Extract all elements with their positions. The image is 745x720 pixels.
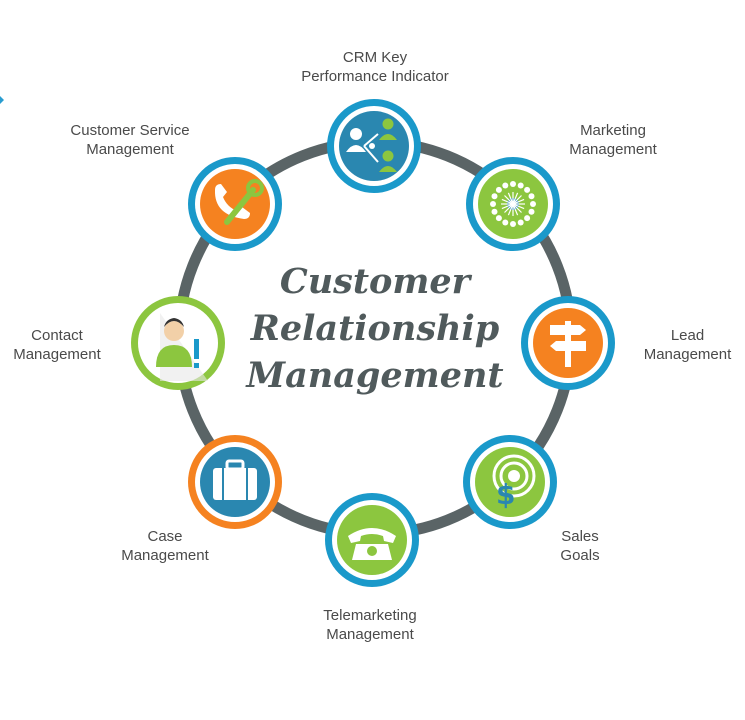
dotted-circle-icon <box>490 181 536 227</box>
edge-marker <box>0 96 4 104</box>
node-marketing <box>465 156 561 252</box>
sales-goals-badge: $ <box>463 435 557 529</box>
crm-kpi-badge <box>327 99 421 193</box>
node-sales-goals: $ <box>462 434 558 530</box>
signpost-icon <box>550 321 586 367</box>
center-title: Customer Relationship Management <box>230 258 520 399</box>
briefcase-icon <box>213 459 257 500</box>
node-telemarketing <box>324 492 420 588</box>
lead-badge <box>521 296 615 390</box>
person-alert-icon <box>156 313 208 381</box>
node-customer-service <box>187 156 283 252</box>
customer-service-badge <box>188 157 282 251</box>
svg-text:$: $ <box>496 478 515 511</box>
title-line-2: Relationship <box>250 308 500 349</box>
node-case <box>187 434 283 530</box>
telemarketing-inner-disc <box>337 505 407 575</box>
node-crm-kpi <box>326 98 422 194</box>
sales-goals-inner-disc <box>475 447 545 517</box>
customer-service-inner-disc <box>200 169 270 239</box>
title-line-1: Customer <box>279 261 471 302</box>
case-badge <box>188 435 282 529</box>
telemarketing-badge <box>325 493 419 587</box>
node-contact <box>130 295 226 391</box>
contact-badge <box>131 296 225 390</box>
phone-wrench-icon <box>214 179 264 225</box>
people-network-icon <box>346 118 397 172</box>
telephone-icon <box>348 528 396 560</box>
title-line-3: Management <box>246 355 504 396</box>
target-dollar-icon: $ <box>492 454 536 511</box>
node-lead <box>520 295 616 391</box>
marketing-badge <box>466 157 560 251</box>
